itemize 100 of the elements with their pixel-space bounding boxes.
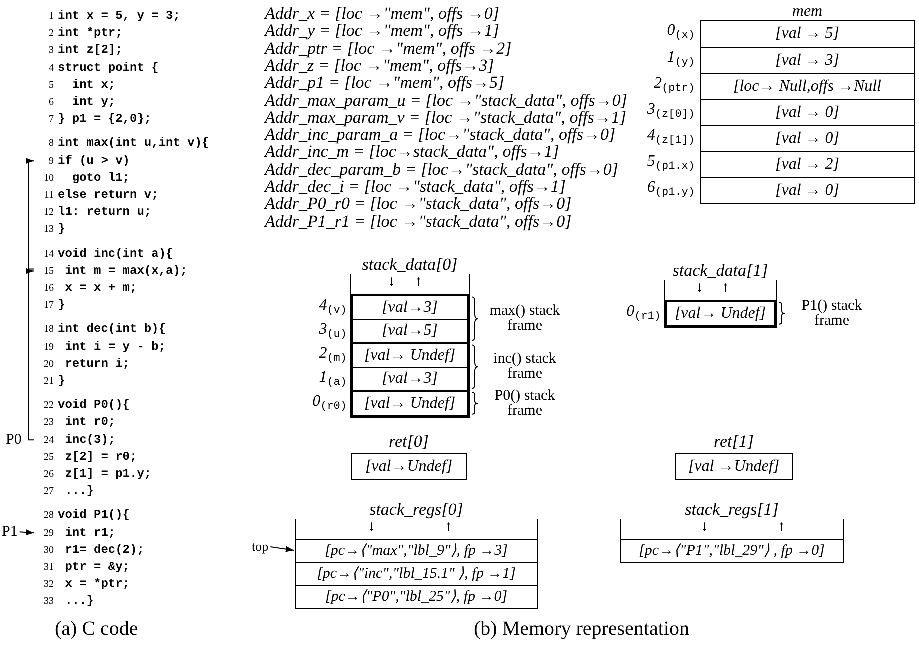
frame-label: max() stack frame	[488, 304, 562, 334]
address-definition: Addr_dec_param_b = [loc→"stack_data", offs→0]	[265, 160, 618, 178]
frame-label: inc() stack frame	[492, 352, 558, 382]
code-text: x = x + m;	[64, 280, 138, 296]
process-label: P1	[2, 524, 18, 541]
line-number: 16	[43, 282, 54, 296]
address-definition: Addr_ptr = [loc →"mem", offs →2]	[265, 40, 512, 57]
stack-direction-mark: ↓	[388, 274, 396, 291]
code-text: ...}	[64, 593, 94, 610]
cell-value: [val → 0]	[776, 102, 840, 122]
address-definition: Addr_y = [loc →"mem", offs →1]	[265, 22, 500, 40]
stack-heading: stack_data[1]	[672, 262, 770, 280]
code-text: r1= dec(2);	[64, 542, 144, 558]
line-number: 5	[48, 78, 54, 93]
index-label: 1$_{(a)}$	[319, 369, 347, 387]
address-definition: Addr_P0_r0 = [loc →"stack_data", offs→0]	[265, 195, 572, 212]
address-definition: Addr_max_param_u = [loc →"stack_data", offs→0]	[265, 92, 628, 108]
cell-value: [pc→⟨"P1","lbl_29"⟩ , fp →0]	[639, 542, 825, 561]
address-definition: Addr_p1 = [loc →"mem", offs→5]	[265, 74, 505, 92]
address-definition: Addr_dec_i = [loc →"stack_data", offs→1]	[265, 178, 566, 195]
line-number: 14	[43, 248, 54, 262]
code-text: int y;	[71, 94, 116, 110]
stack-heading: stack_regs[1]	[684, 501, 780, 519]
index-label: 3$_{(z[0])}$	[647, 101, 695, 119]
code-text: inc(3);	[64, 432, 116, 448]
code-text: if (u > v)	[57, 152, 130, 169]
cell-value: [pc→⟨"max","lbl_9"⟩, fp →3]	[324, 542, 508, 561]
line-number: 1	[48, 10, 54, 24]
line-number: 18	[43, 323, 54, 338]
code-text: int max(int u,int v){	[57, 135, 210, 152]
line-number: 10	[43, 172, 54, 186]
cell-value: [val → 2]	[776, 154, 840, 174]
code-text: return i;	[64, 356, 130, 372]
frame-label: P0() stack frame	[494, 388, 556, 418]
code-text: void P0(){	[57, 397, 130, 414]
cell-value: [val→Undef]	[365, 456, 453, 476]
line-number: 21	[43, 375, 54, 389]
cell-value: [loc→ Null,offs →Null	[733, 76, 882, 96]
line-number: 29	[43, 526, 54, 541]
code-text: int r1;	[64, 524, 116, 541]
index-label: 1$_{(y)}$	[667, 49, 695, 67]
stack-direction-mark: ↑	[445, 519, 452, 536]
cell-value: [val →Undef]	[688, 456, 780, 476]
line-number: 19	[43, 340, 54, 355]
top-label: top	[252, 539, 269, 555]
line-number: 7	[48, 113, 54, 128]
index-label: 5$_{(p1.x)}$	[647, 153, 695, 171]
code-text: goto l1;	[71, 170, 130, 186]
code-text: int r0;	[64, 414, 116, 430]
line-number: 2	[48, 27, 54, 42]
code-text: }	[57, 297, 66, 314]
arrow	[26, 268, 34, 441]
cell-value: [pc→⟨"inc","lbl_15.1" ⟩, fp →1]	[317, 564, 516, 584]
code-text: }	[57, 221, 66, 238]
stack-heading: stack_data[0]	[361, 256, 459, 274]
address-definition: Addr_P1_r1 = [loc →"stack_data", offs→0]	[265, 212, 572, 230]
code-text: } p1 = {2,0};	[57, 111, 152, 128]
code-text: z[2] = r0;	[64, 448, 138, 465]
cell-value: [val → 0]	[776, 180, 840, 200]
code-text: int i = y - b;	[64, 338, 166, 355]
index-label: 3$_{(u)}$	[319, 321, 347, 339]
stack-direction-mark: ↑	[722, 280, 730, 297]
cell-value: [val → 0]	[776, 128, 840, 148]
code-text: struct point {	[57, 60, 159, 76]
caption: (a) C code	[55, 617, 138, 642]
line-number: 33	[43, 595, 54, 610]
cell-value: [pc→⟨"P0","lbl_25"⟩, fp →0]	[325, 588, 508, 607]
line-number: 13	[43, 223, 54, 238]
line-number: 22	[43, 399, 54, 414]
code-text: z[1] = p1.y;	[64, 466, 152, 482]
address-definition: Addr_inc_param_a = [loc→"stack_data", offs→0]	[265, 126, 616, 144]
code-text: int x;	[71, 76, 116, 93]
caption: (b) Memory representation	[474, 617, 690, 642]
line-number: 28	[43, 509, 54, 524]
cell-value: [val → 3]	[776, 50, 840, 70]
index-label: 6$_{(p1.y)}$	[647, 179, 695, 197]
index-label: 2$_{(m)}$	[319, 345, 347, 363]
index-label: 4$_{(v)}$	[319, 297, 347, 315]
index-label: 0$_{(x)}$	[667, 22, 695, 40]
line-number: 20	[43, 358, 54, 372]
code-text: int z[2];	[57, 42, 123, 58]
cell-value: [val→ Undef]	[364, 346, 456, 366]
code-text: int m = max(x,a);	[64, 262, 188, 279]
code-text: int *ptr;	[57, 25, 123, 42]
cell-value: [val→3]	[382, 298, 438, 318]
cell-value: [val→ Undef]	[364, 394, 456, 414]
line-number: 17	[43, 299, 54, 314]
line-number: 31	[43, 561, 54, 575]
line-number: 15	[43, 264, 54, 279]
arrow	[19, 530, 34, 536]
line-number: 8	[48, 137, 54, 152]
address-definition: Addr_x = [loc →"mem", offs →0]	[265, 5, 500, 22]
stack-direction-mark: ↓	[701, 519, 708, 536]
line-number: 27	[43, 485, 54, 500]
code-text: }	[57, 373, 66, 389]
index-label: 4$_{(z[1])}$	[647, 127, 695, 145]
cell-value: [val→3]	[382, 369, 438, 389]
index-label: 0$_{(r0)}$	[312, 393, 347, 411]
line-number: 3	[48, 44, 54, 58]
cell-value: [val → 5]	[776, 24, 840, 44]
